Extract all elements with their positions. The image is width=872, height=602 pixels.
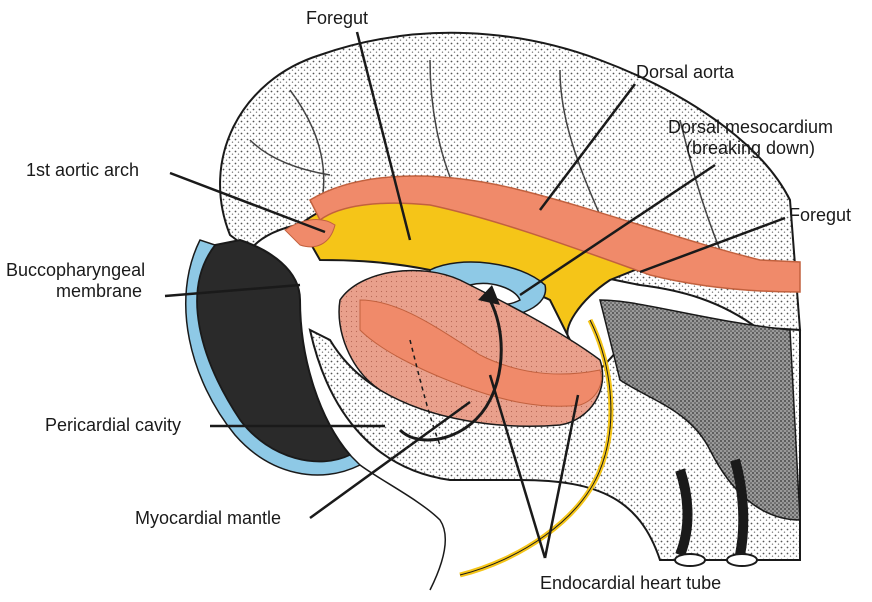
label-endocardial-heart-tube: Endocardial heart tube	[540, 573, 721, 594]
label-dorsal-aorta: Dorsal aorta	[636, 62, 734, 83]
label-myocardial-mantle: Myocardial mantle	[135, 508, 281, 529]
label-buccopharyngeal-membrane: Buccopharyngeal membrane	[6, 260, 145, 302]
label-dorsal-mesocardium: Dorsal mesocardium (breaking down)	[668, 117, 833, 159]
label-foregut-right: Foregut	[789, 205, 851, 226]
label-pericardial-cavity: Pericardial cavity	[45, 415, 181, 436]
label-first-aortic-arch: 1st aortic arch	[26, 160, 139, 181]
ventral-edge	[360, 465, 445, 590]
label-foregut-top: Foregut	[306, 8, 368, 29]
